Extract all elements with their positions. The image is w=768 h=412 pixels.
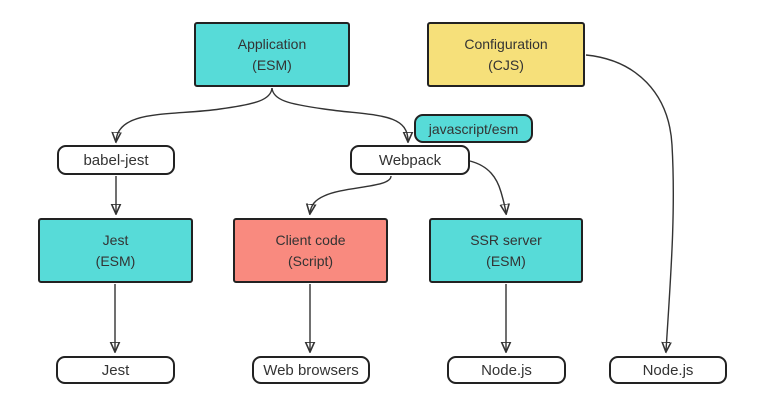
node-jest-esm-subtitle: (ESM) <box>95 252 136 269</box>
node-jest-esm: Jest (ESM) <box>38 218 193 283</box>
node-jest: Jest <box>56 356 175 384</box>
node-configuration-subtitle: (CJS) <box>488 56 524 73</box>
edge-webpack-to-ssr-server <box>469 160 506 213</box>
edge-configuration-to-nodejs <box>585 54 674 351</box>
edge-application-to-webpack <box>271 87 408 141</box>
node-client-code-title: Client code <box>275 232 346 249</box>
node-nodejs-config: Node.js <box>609 356 727 384</box>
node-jest-label: Jest <box>101 361 130 379</box>
node-nodejs-config-label: Node.js <box>642 361 694 379</box>
node-nodejs-ssr: Node.js <box>447 356 566 384</box>
node-ssr-server-title: SSR server <box>470 232 542 249</box>
node-client-code-subtitle: (Script) <box>287 252 334 269</box>
node-webpack: Webpack <box>350 145 470 175</box>
node-ssr-server: SSR server (ESM) <box>429 218 583 283</box>
edge-label-javascript-esm: javascript/esm <box>414 114 533 143</box>
node-configuration-title: Configuration <box>464 36 548 53</box>
node-jest-esm-title: Jest <box>102 232 129 249</box>
node-nodejs-ssr-label: Node.js <box>481 361 532 379</box>
node-babel-jest-label: babel-jest <box>83 151 149 169</box>
node-application: Application (ESM) <box>194 22 350 87</box>
node-configuration: Configuration (CJS) <box>427 22 585 87</box>
edge-label-javascript-esm-text: javascript/esm <box>428 120 519 137</box>
node-client-code: Client code (Script) <box>233 218 388 283</box>
node-application-subtitle: (ESM) <box>252 56 292 73</box>
node-webpack-label: Webpack <box>378 151 442 169</box>
edge-webpack-to-client-code <box>310 175 392 213</box>
node-babel-jest: babel-jest <box>57 145 175 175</box>
node-application-title: Application <box>237 36 307 53</box>
node-ssr-server-subtitle: (ESM) <box>486 252 526 269</box>
node-web-browsers-label: Web browsers <box>263 361 359 379</box>
edge-application-to-babel-jest <box>116 87 273 141</box>
node-web-browsers: Web browsers <box>252 356 370 384</box>
